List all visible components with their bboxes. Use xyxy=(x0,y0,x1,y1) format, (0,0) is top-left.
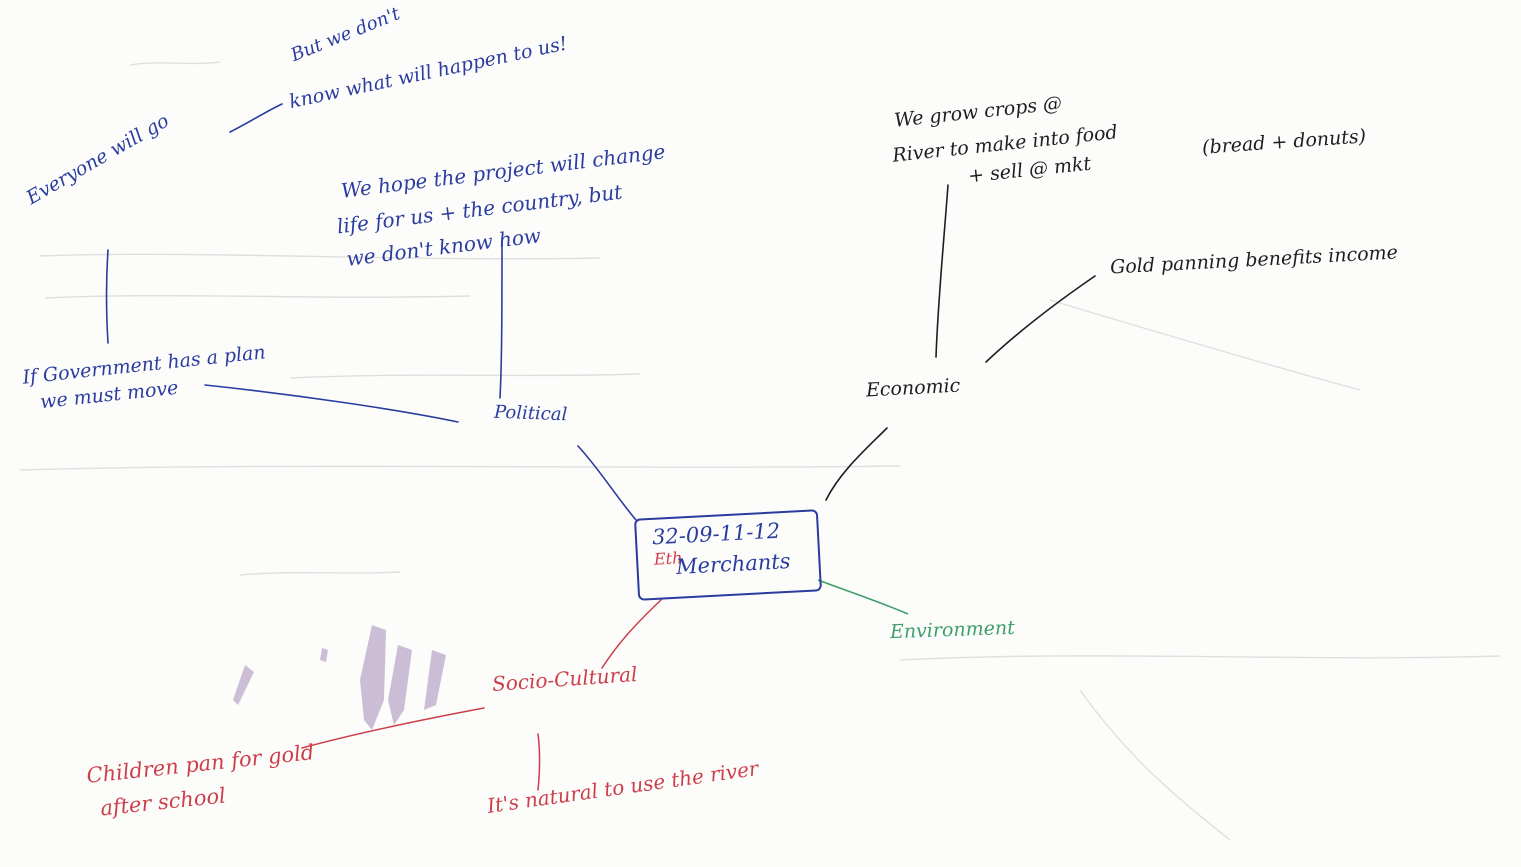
branch-political: Political xyxy=(493,401,568,426)
purple-stain xyxy=(233,625,446,730)
socio-to-natural-line xyxy=(537,733,541,791)
socio-to-center-line xyxy=(601,597,664,669)
socio-to-children-line xyxy=(301,707,485,749)
environment-line xyxy=(817,579,909,615)
bleed-through-marks xyxy=(19,61,1501,841)
everyone-to-but-line xyxy=(229,103,283,133)
political-to-hope-line xyxy=(499,237,503,399)
economic-to-center-line xyxy=(825,427,888,501)
government-to-everyone-line xyxy=(105,249,109,344)
political-to-government-line xyxy=(204,384,459,423)
branch-environment: Environment xyxy=(889,616,1016,644)
political-to-center-line xyxy=(577,445,637,521)
economic-to-crops-line xyxy=(935,184,949,358)
economic-to-gold-line xyxy=(985,275,1096,363)
